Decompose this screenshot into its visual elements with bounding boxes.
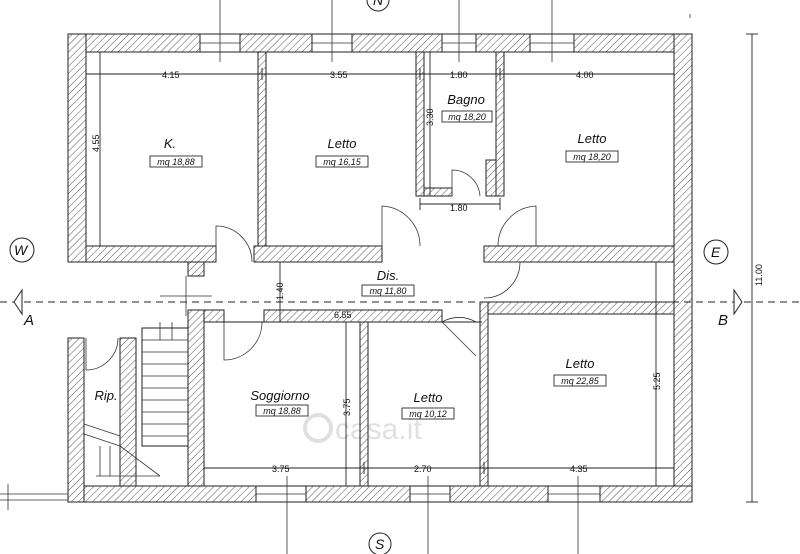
dim-bottom-1: 3.75: [272, 464, 290, 474]
section-label-a: A: [23, 312, 34, 329]
doors: [0, 169, 537, 510]
room-storage-name: Rip.: [94, 388, 117, 403]
room-living-area: mq 18,88: [263, 406, 301, 416]
room-labels: K. mq 18,88 Letto mq 16,15 Bagno mq 18,2…: [94, 92, 619, 420]
room-bed1-area: mq 16,15: [323, 157, 362, 167]
compass-markers: N S W E: [9, 0, 729, 554]
room-bed4-area: mq 22,85: [561, 376, 600, 386]
stairs: [83, 322, 189, 487]
compass-north: N: [373, 0, 384, 8]
room-bed3-area: mq 10,12: [409, 409, 447, 419]
bottom-windows: [255, 476, 601, 554]
room-kitchen-name: K.: [164, 136, 176, 151]
room-bed4-name: Letto: [566, 356, 595, 371]
room-bed1-name: Letto: [328, 136, 357, 151]
room-bath-name: Bagno: [447, 92, 485, 107]
top-windows: [199, 0, 575, 62]
watermark-text: casa.it: [335, 413, 422, 446]
room-living-name: Soggiorno: [250, 388, 309, 403]
interior-walls: [85, 51, 675, 487]
dim-bottom-3: 4.35: [570, 464, 588, 474]
room-kitchen-area: mq 18,88: [157, 157, 195, 167]
dim-living-height: 3.75: [342, 398, 352, 416]
dim-top-4: 4.00: [576, 70, 594, 80]
dim-hall-height: 1.40: [275, 282, 285, 300]
dimension-lines: [85, 33, 758, 503]
dim-hall-width: 6.55: [334, 310, 352, 320]
compass-west: W: [14, 242, 29, 258]
room-bed3-name: Letto: [414, 390, 443, 405]
watermark: casa.it: [303, 413, 422, 446]
dim-top-1: 4.15: [162, 70, 180, 80]
room-bed2-area: mq 18,20: [573, 152, 611, 162]
room-hall-area: mq 11,80: [370, 286, 407, 296]
room-bed2-name: Letto: [578, 131, 607, 146]
room-bath-area: mq 18,20: [448, 112, 486, 122]
dim-bath-height: 3.30: [425, 108, 435, 126]
dim-bath-width: 1.80: [450, 203, 468, 213]
dim-total-height: 11.00: [754, 264, 764, 286]
compass-east: E: [711, 244, 721, 260]
dim-bottom-2: 2.70: [414, 464, 432, 474]
section-label-b: B: [718, 312, 728, 329]
dim-top-3: 1.80: [450, 70, 468, 80]
dim-bed4-height: 5.25: [652, 372, 662, 390]
dimension-texts: 4.15 3.55 1.80 4.00 4.55 3.30 1.80 1.40 …: [91, 70, 764, 474]
compass-south: S: [375, 536, 385, 552]
section-line: A B: [0, 288, 800, 329]
dim-kitchen-height: 4.55: [91, 134, 101, 152]
room-hall-name: Dis.: [377, 268, 399, 283]
dim-top-2: 3.55: [330, 70, 348, 80]
